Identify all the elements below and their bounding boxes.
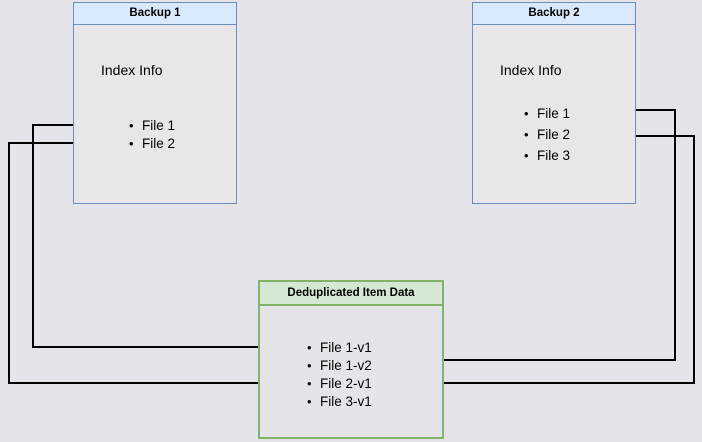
list-item: File 3-v1 — [307, 393, 372, 411]
backup-2-file-list: File 1 File 2 File 3 — [524, 103, 570, 166]
list-item: File 1-v1 — [307, 339, 372, 357]
backup-1-box[interactable]: Backup 1 Index Info File 1 File 2 — [73, 2, 237, 204]
list-item: File 1-v2 — [307, 357, 372, 375]
list-item: File 3 — [524, 145, 570, 166]
backup-1-file-list: File 1 File 2 — [129, 117, 175, 153]
list-item: File 1 — [129, 117, 175, 135]
list-item: File 2 — [524, 124, 570, 145]
backup-1-title: Backup 1 — [74, 3, 236, 25]
backup-2-box[interactable]: Backup 2 Index Info File 1 File 2 File 3 — [472, 2, 636, 204]
deduplicated-item-data-title: Deduplicated Item Data — [260, 282, 442, 306]
backup-2-index-label: Index Info — [500, 62, 562, 78]
backup-2-title: Backup 2 — [473, 3, 635, 25]
deduplicated-item-data-box[interactable]: Deduplicated Item Data File 1-v1 File 1-… — [258, 280, 444, 439]
list-item: File 2 — [129, 135, 175, 153]
list-item: File 1 — [524, 103, 570, 124]
list-item: File 2-v1 — [307, 375, 372, 393]
backup-1-index-label: Index Info — [101, 62, 163, 78]
dedup-file-list: File 1-v1 File 1-v2 File 2-v1 File 3-v1 — [307, 339, 372, 411]
